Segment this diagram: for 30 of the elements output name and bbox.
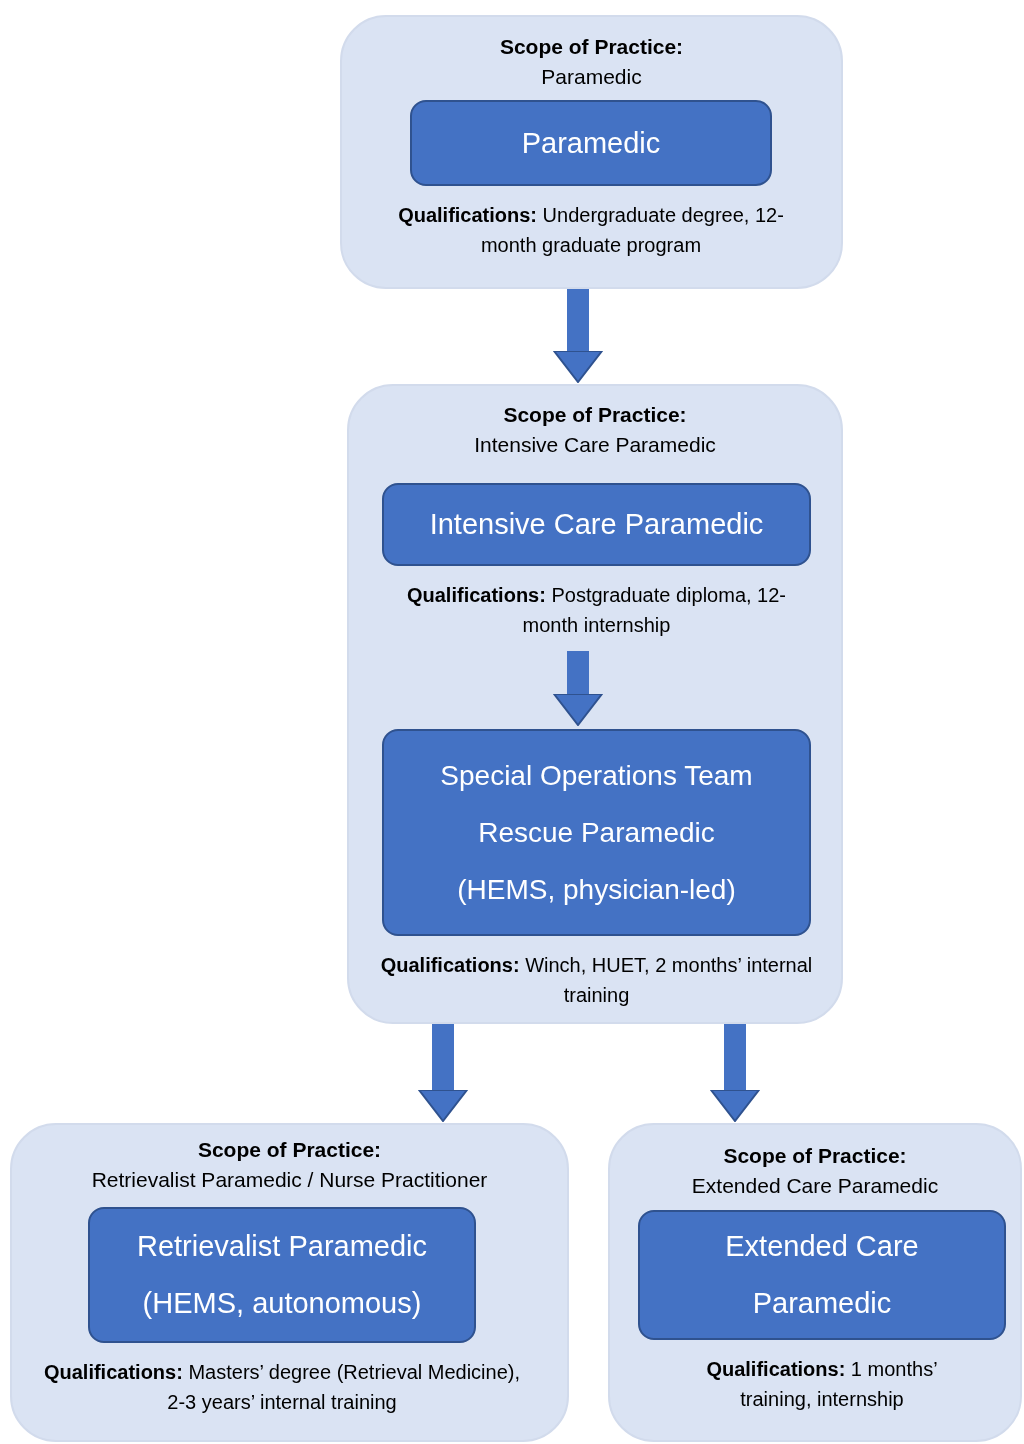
scope-heading: Scope of Practice: [502,402,688,428]
down-arrow [418,1024,468,1122]
role-box [88,1207,476,1343]
role-title: Retrievalist Paramedic (HEMS, autonomous) [135,1229,429,1321]
qualifications-text: Qualifications: Winch, HUET, 2 months’ internal training [379,953,814,1008]
role-title: Special Operations Team Rescue Paramedic (HEMS, physician-led) [439,759,754,907]
down-arrow [553,289,603,383]
scope-panel [10,1123,569,1442]
qualifications-text: Qualifications: Masters’ degree (Retrieval Medicine), 2-3 years’ internal training [42,1360,522,1415]
role-box [410,100,772,186]
role-title: Paramedic [521,125,661,161]
scope-heading: Scope of Practice: [196,1137,383,1163]
scope-panel [608,1123,1022,1442]
role-box [638,1210,1006,1340]
scope-heading: Scope of Practice: [498,34,685,60]
role-title: Intensive Care Paramedic [429,507,764,542]
role-title: Extended Care Paramedic [724,1229,920,1321]
scope-panel [340,15,843,289]
qualifications-text: Qualifications: 1 months’ training, internship [705,1357,939,1412]
scope-text: Extended Care Paramedic [690,1173,940,1199]
scope-panel [347,384,843,1024]
scope-text: Intensive Care Paramedic [473,432,717,458]
qualifications-text: Qualifications: Postgraduate diploma, 12-month internship [405,583,788,638]
role-box [382,729,811,936]
role-box [382,483,811,566]
scope-text: Paramedic [540,64,643,90]
scope-heading: Scope of Practice: [722,1143,908,1169]
qualifications-text: Qualifications: Undergraduate degree, 12-month graduate program [397,203,785,258]
down-arrow [710,1024,760,1122]
scope-text: Retrievalist Paramedic / Nurse Practitioner [90,1167,489,1193]
